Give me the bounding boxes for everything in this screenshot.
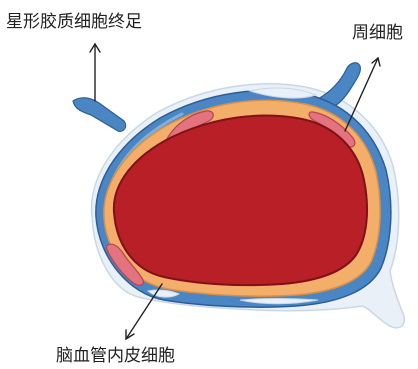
astrocyte-process-left (73, 98, 126, 132)
pericyte-label: 周细胞 (352, 25, 403, 42)
arrow-astrocyte-endfoot (90, 44, 100, 101)
endothelial-cell-label: 脑血管内皮细胞 (56, 348, 175, 365)
astrocyte-endfoot-label: 星形胶质细胞终足 (6, 14, 142, 31)
